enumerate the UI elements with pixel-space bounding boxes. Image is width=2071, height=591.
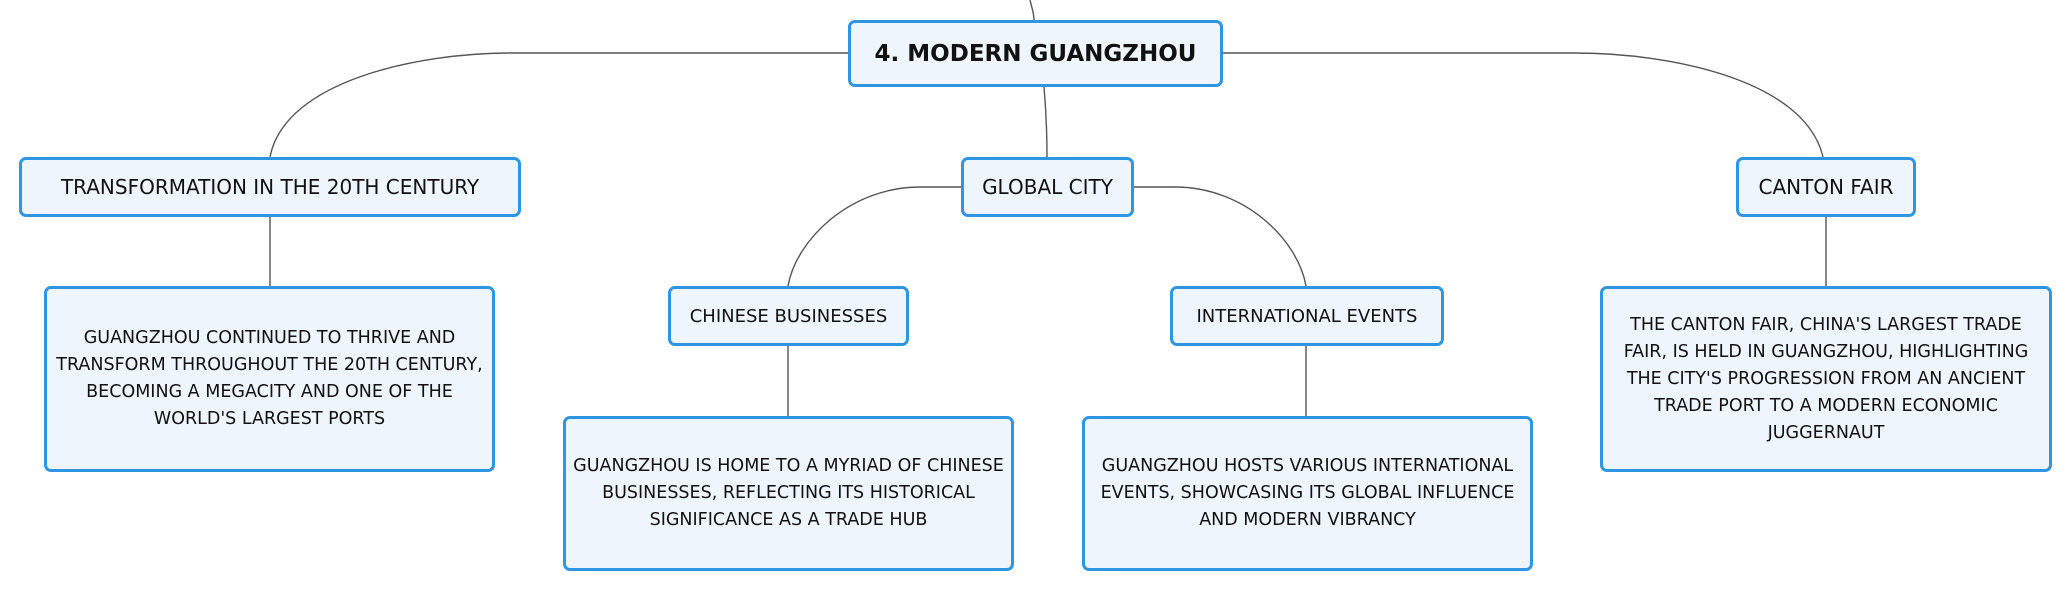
branch-node-label: CANTON FAIR (1758, 175, 1894, 199)
sub-node-label: INTERNATIONAL EVENTS (1196, 305, 1418, 327)
connector-root-transformation (269, 52, 848, 158)
connector-root-canton-fair (1223, 52, 1824, 158)
description-text: GUANGZHOU CONTINUED TO THRIVE AND TRANSF… (56, 328, 483, 429)
description-node-transformation[interactable]: GUANGZHOU CONTINUED TO THRIVE AND TRANSF… (44, 286, 495, 472)
description-node-international-events[interactable]: GUANGZHOU HOSTS VARIOUS INTERNATIONAL EV… (1082, 416, 1533, 571)
root-node[interactable]: 4. MODERN GUANGZHOU (848, 20, 1223, 87)
branch-node-label: GLOBAL CITY (982, 175, 1113, 199)
sub-node-label: CHINESE BUSINESSES (689, 305, 888, 327)
connector-parent-root (1029, 0, 1035, 21)
sub-node-chinese-businesses[interactable]: CHINESE BUSINESSES (668, 286, 909, 346)
description-text: GUANGZHOU HOSTS VARIOUS INTERNATIONAL EV… (1100, 456, 1515, 530)
description-node-canton-fair[interactable]: THE CANTON FAIR, CHINA'S LARGEST TRADE F… (1600, 286, 2052, 472)
branch-node-label: TRANSFORMATION IN THE 20TH CENTURY (60, 175, 480, 199)
description-text: GUANGZHOU IS HOME TO A MYRIAD OF CHINESE… (573, 456, 1004, 530)
connector-global-city-international-events (1134, 186, 1307, 287)
connector-global-city-chinese-businesses (787, 186, 961, 287)
sub-node-international-events[interactable]: INTERNATIONAL EVENTS (1170, 286, 1444, 346)
root-node-label: 4. MODERN GUANGZHOU (874, 40, 1197, 67)
description-text: THE CANTON FAIR, CHINA'S LARGEST TRADE F… (1623, 314, 2029, 443)
branch-node-canton-fair[interactable]: CANTON FAIR (1736, 157, 1916, 217)
description-node-chinese-businesses[interactable]: GUANGZHOU IS HOME TO A MYRIAD OF CHINESE… (563, 416, 1014, 571)
branch-node-transformation[interactable]: TRANSFORMATION IN THE 20TH CENTURY (19, 157, 521, 217)
connector-root-global-city (1043, 86, 1048, 158)
branch-node-global-city[interactable]: GLOBAL CITY (961, 157, 1134, 217)
